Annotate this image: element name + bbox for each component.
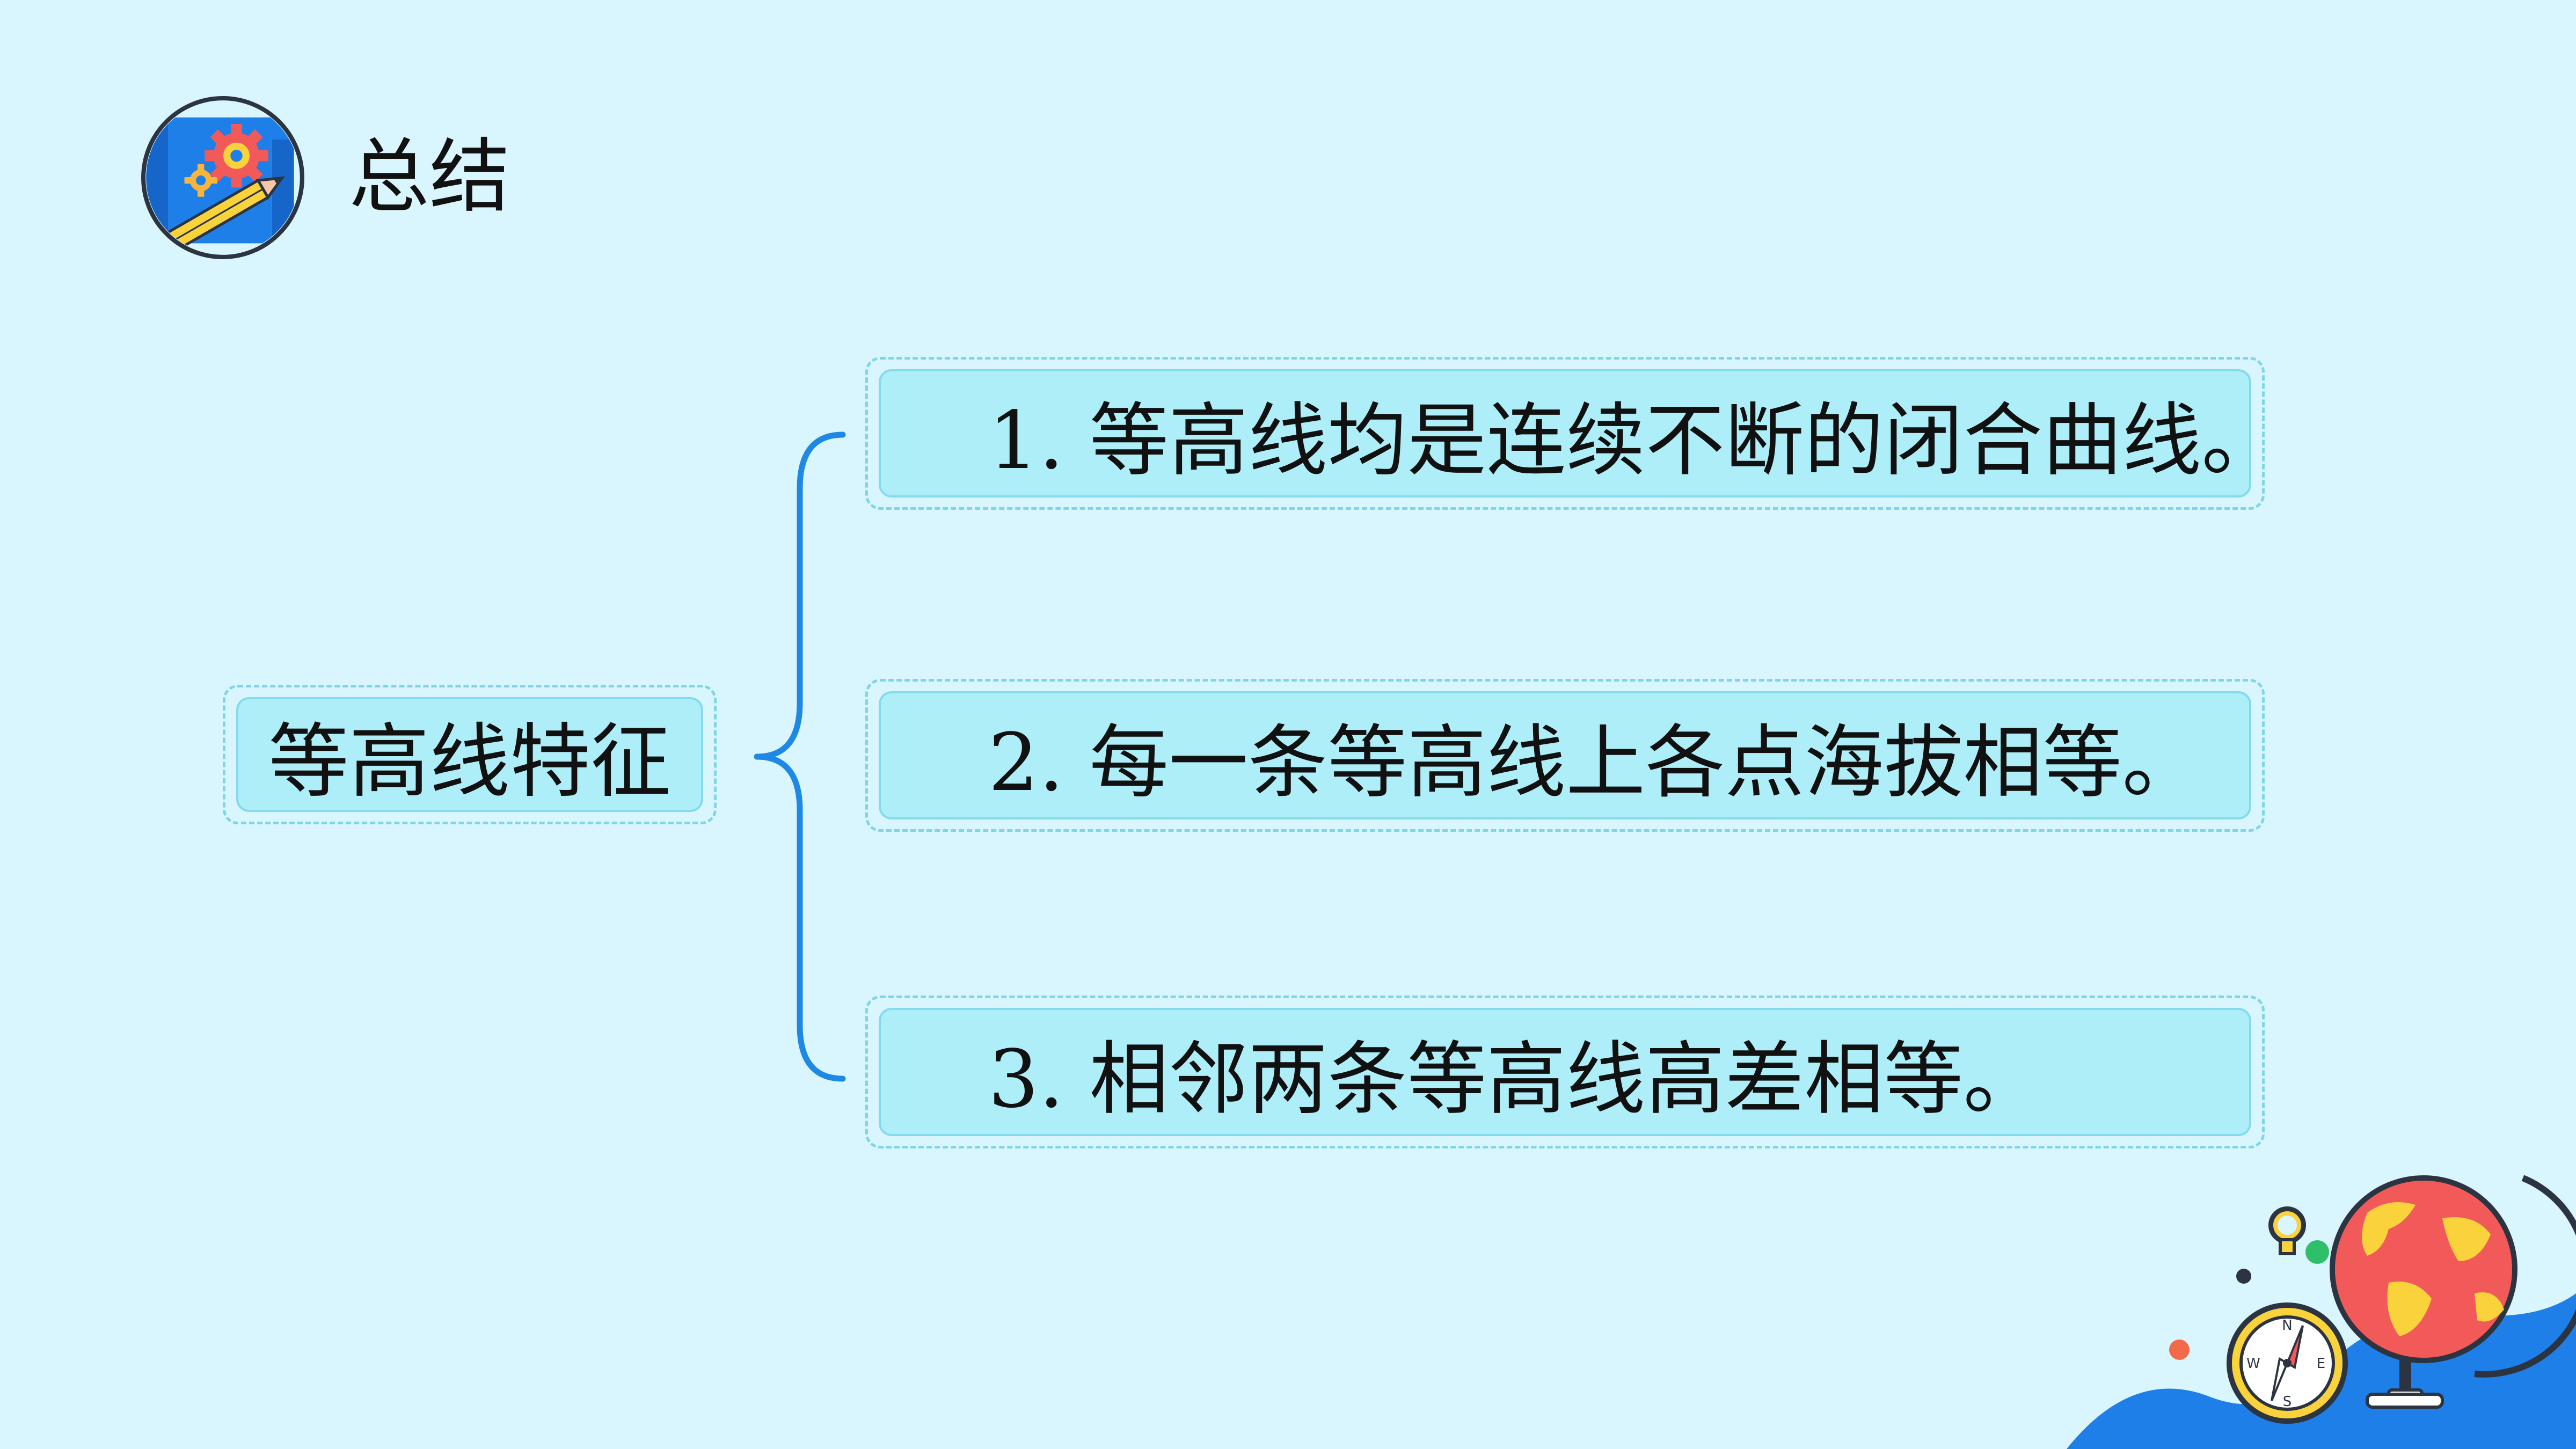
feature-item-2-inner: 2. 每一条等高线上各点海拔相等。 (879, 691, 2251, 819)
feature-item-1-label: 1. 等高线均是连续不断的闭合曲线。 (988, 394, 2281, 487)
compass-icon: N E S W (2227, 1206, 2348, 1424)
central-topic-label: 等高线特征 (268, 715, 671, 809)
page-title: 总结 (349, 130, 510, 224)
compass-letter-n: N (2282, 1318, 2292, 1334)
brace-connector (754, 431, 846, 1082)
feature-item-3-inner: 3. 相邻两条等高线高差相等。 (879, 1008, 2251, 1136)
compass-letter-w: W (2246, 1356, 2260, 1372)
globe-compass-decoration: N E S W (2067, 1175, 2576, 1449)
feature-item-1: 1. 等高线均是连续不断的闭合曲线。 (865, 357, 2281, 510)
feature-item-2-label: 2. 每一条等高线上各点海拔相等。 (988, 716, 2202, 809)
feature-item-3: 3. 相邻两条等高线高差相等。 (865, 996, 2265, 1148)
compass-letter-e: E (2317, 1356, 2325, 1372)
feature-item-2: 2. 每一条等高线上各点海拔相等。 (865, 679, 2265, 832)
central-topic-inner: 等高线特征 (236, 697, 703, 812)
feature-item-3-label: 3. 相邻两条等高线高差相等。 (988, 1033, 2043, 1125)
central-topic-box: 等高线特征 (223, 685, 717, 824)
compass-letter-s: S (2283, 1394, 2292, 1410)
globe-icon (2330, 1175, 2576, 1409)
feature-item-1-inner: 1. 等高线均是连续不断的闭合曲线。 (879, 369, 2281, 497)
gear-pencil-icon (141, 96, 304, 259)
